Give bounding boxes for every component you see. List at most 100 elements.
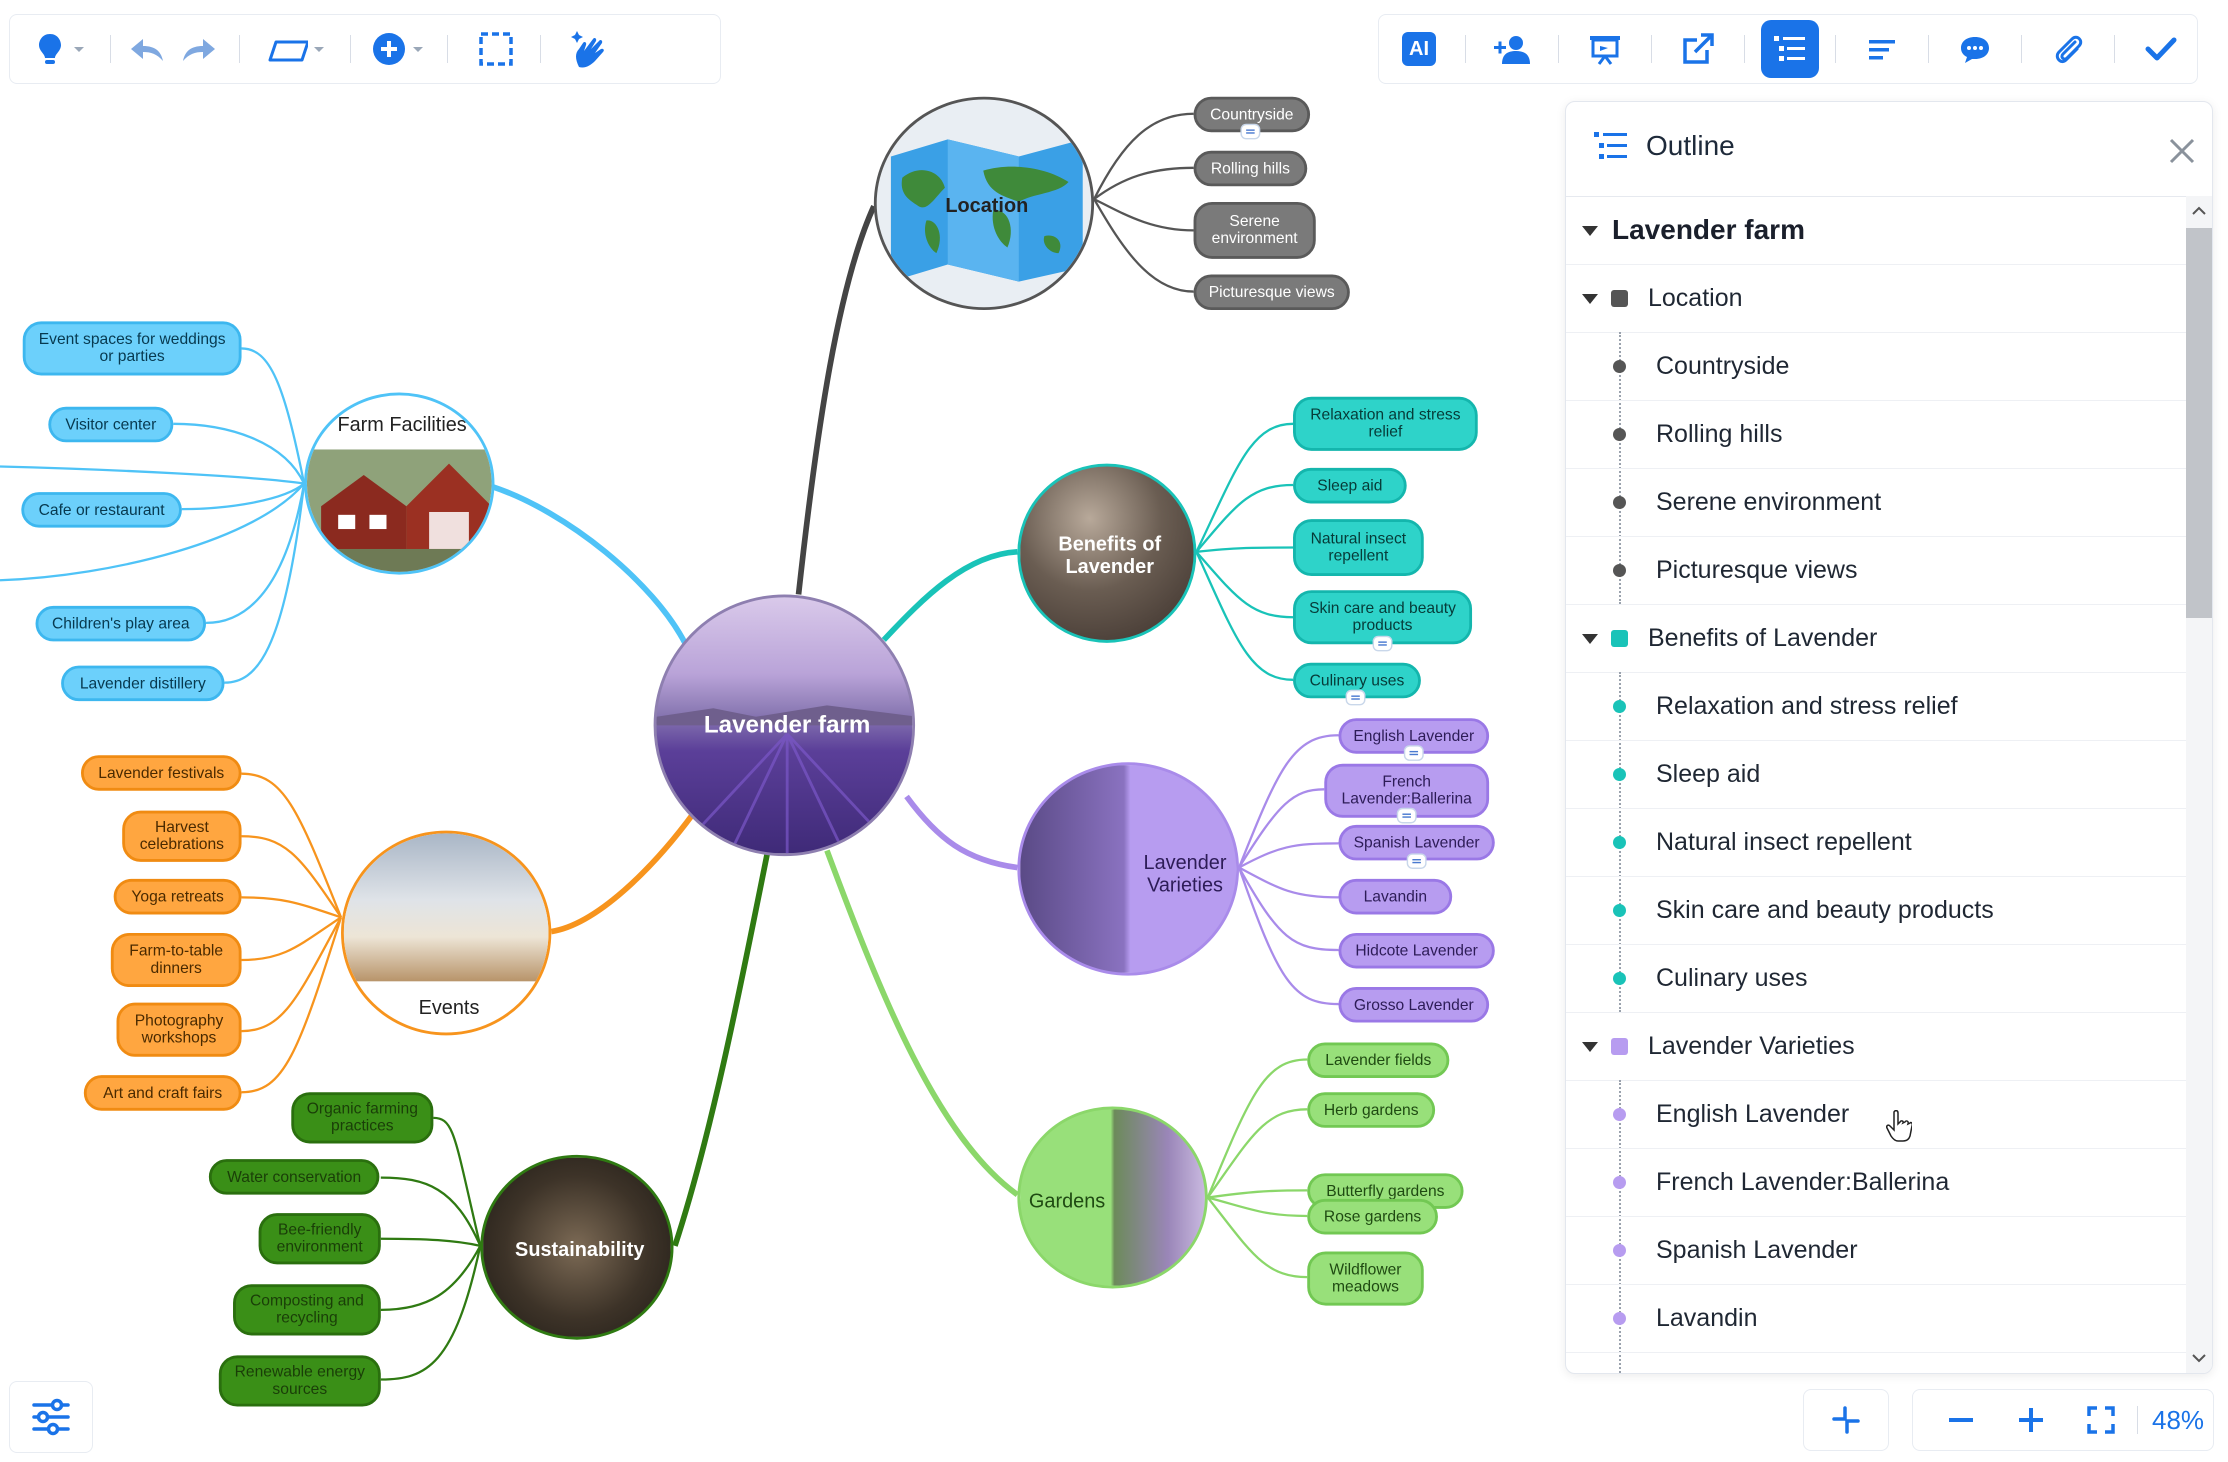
- outline-item[interactable]: Picturesque views: [1566, 536, 2186, 605]
- outline-button[interactable]: [1761, 20, 1819, 78]
- events-child-3[interactable]: Yoga retreats: [113, 878, 242, 915]
- topic-facilities[interactable]: Farm Facilities: [304, 392, 495, 575]
- facilities-child-4[interactable]: Children's play area: [35, 605, 207, 642]
- add-topic-button[interactable]: [367, 27, 411, 71]
- close-icon[interactable]: [2167, 136, 2197, 166]
- collapse-triangle-icon[interactable]: [1582, 226, 1598, 236]
- select-area-button[interactable]: [474, 27, 518, 71]
- outline-section-benefits[interactable]: Benefits of Lavender: [1566, 604, 2186, 673]
- outline-item[interactable]: Sleep aid: [1566, 740, 2186, 809]
- outline-item[interactable]: Countryside: [1566, 332, 2186, 401]
- zoom-out-button[interactable]: [1939, 1398, 1983, 1442]
- outline-item[interactable]: Relaxation and stress relief: [1566, 672, 2186, 741]
- outline-item[interactable]: Rolling hills: [1566, 400, 2186, 469]
- location-child-3[interactable]: Serene environment: [1193, 201, 1316, 259]
- gardens-child-1[interactable]: Lavender fields: [1307, 1042, 1450, 1079]
- outline-root[interactable]: Lavender farm: [1566, 196, 2186, 265]
- outline-item[interactable]: Natural insect repellent: [1566, 808, 2186, 877]
- topic-varieties[interactable]: Lavender Varieties: [1017, 762, 1240, 976]
- benefits-child-3[interactable]: Natural insect repellent: [1293, 519, 1424, 576]
- outline-section-varieties[interactable]: Lavender Varieties: [1566, 1012, 2186, 1081]
- outline-item[interactable]: English Lavender: [1566, 1080, 2186, 1149]
- varieties-child-2[interactable]: French Lavender:Ballerina: [1324, 763, 1490, 818]
- varieties-child-6[interactable]: Grosso Lavender: [1338, 987, 1490, 1023]
- scrollbar-thumb[interactable]: [2186, 228, 2212, 618]
- gardens-child-2[interactable]: Herb gardens: [1307, 1092, 1436, 1128]
- ai-button[interactable]: AI: [1397, 27, 1441, 71]
- outline-item[interactable]: Lavandin: [1566, 1284, 2186, 1353]
- scroll-up-icon[interactable]: [2186, 200, 2212, 220]
- note-icon[interactable]: [1241, 125, 1259, 138]
- outline-item[interactable]: Serene environment: [1566, 468, 2186, 537]
- sustainability-child-3[interactable]: Bee-friendly environment: [258, 1213, 381, 1265]
- undo-button[interactable]: [125, 27, 169, 71]
- gardens-child-3[interactable]: Butterfly gardens: [1307, 1173, 1464, 1209]
- facilities-child-3[interactable]: Cafe or restaurant: [21, 492, 182, 528]
- magic-hand-button[interactable]: [567, 27, 611, 71]
- note-icon[interactable]: [1347, 691, 1365, 704]
- outline-item[interactable]: Skin care and beauty products: [1566, 876, 2186, 945]
- attachment-button[interactable]: [2046, 27, 2090, 71]
- settings-button[interactable]: [9, 1381, 93, 1453]
- comment-button[interactable]: [1953, 27, 1997, 71]
- benefits-child-1[interactable]: Relaxation and stress relief: [1293, 396, 1478, 451]
- chevron-down-icon[interactable]: [413, 46, 423, 52]
- sustainability-child-4[interactable]: Composting and recycling: [233, 1284, 381, 1336]
- events-child-6[interactable]: Art and craft fairs: [83, 1075, 242, 1111]
- share-button[interactable]: [1490, 27, 1534, 71]
- gardens-child-5[interactable]: Wildflower meadows: [1307, 1251, 1424, 1306]
- topic-location[interactable]: Location: [873, 96, 1095, 311]
- topic-events[interactable]: Events: [341, 830, 552, 1036]
- note-icon[interactable]: [1405, 746, 1423, 760]
- topic-sustainability[interactable]: Sustainability: [480, 1154, 674, 1340]
- facilities-child-1[interactable]: Event spaces for weddings or parties: [22, 321, 242, 376]
- sustainability-child-1[interactable]: Organic farming practices: [291, 1092, 434, 1144]
- chevron-down-icon[interactable]: [314, 46, 324, 52]
- gardens-child-4[interactable]: Rose gardens: [1307, 1198, 1438, 1235]
- zoom-level[interactable]: 48%: [2152, 1404, 2205, 1435]
- collapse-triangle-icon[interactable]: [1582, 294, 1598, 304]
- outline-scrollbar[interactable]: [2186, 196, 2212, 1373]
- events-child-4[interactable]: Farm-to-table dinners: [110, 932, 242, 988]
- topic-benefits[interactable]: Benefits of Lavender: [1017, 463, 1197, 643]
- events-child-2[interactable]: Harvest celebrations: [122, 810, 242, 862]
- varieties-child-4[interactable]: Lavandin: [1338, 878, 1453, 915]
- zoom-in-button[interactable]: [2009, 1398, 2053, 1442]
- notes-icon: [1869, 40, 1895, 60]
- location-child-4[interactable]: Picturesque views: [1193, 274, 1350, 311]
- events-child-1[interactable]: Lavender festivals: [80, 755, 242, 791]
- varieties-child-5[interactable]: Hidcote Lavender: [1338, 932, 1495, 969]
- outline-item[interactable]: Spanish Lavender: [1566, 1216, 2186, 1285]
- events-image: [343, 833, 549, 982]
- benefits-child-4[interactable]: Skin care and beauty products: [1293, 590, 1473, 645]
- note-icon[interactable]: [1374, 637, 1392, 650]
- lightbulb-button[interactable]: [28, 27, 72, 71]
- export-button[interactable]: [1676, 27, 1720, 71]
- outline-section-location[interactable]: Location: [1566, 264, 2186, 333]
- events-child-5[interactable]: Photography workshops: [116, 1002, 242, 1057]
- scroll-down-icon[interactable]: [2186, 1349, 2212, 1369]
- facilities-child-5[interactable]: Lavender distillery: [61, 665, 225, 702]
- facilities-child-2[interactable]: Visitor center: [48, 406, 174, 443]
- note-icon[interactable]: [1408, 854, 1426, 868]
- topic-gardens[interactable]: Gardens: [1017, 1106, 1208, 1289]
- note-icon[interactable]: [1398, 809, 1416, 823]
- sustainability-child-5[interactable]: Renewable energy sources: [218, 1355, 381, 1407]
- notes-button[interactable]: [1860, 27, 1904, 71]
- outline-item[interactable]: French Lavender:Ballerina: [1566, 1148, 2186, 1217]
- chevron-down-icon[interactable]: [74, 46, 84, 52]
- done-button[interactable]: [2139, 27, 2183, 71]
- central-topic[interactable]: Lavender farm: [653, 594, 916, 857]
- collapse-view-button[interactable]: [1824, 1398, 1868, 1442]
- presentation-button[interactable]: [1583, 27, 1627, 71]
- collapse-triangle-icon[interactable]: [1582, 634, 1598, 644]
- outline-item[interactable]: Culinary uses: [1566, 944, 2186, 1013]
- fit-screen-button[interactable]: [2079, 1398, 2123, 1442]
- collapse-triangle-icon[interactable]: [1582, 1042, 1598, 1052]
- shape-button[interactable]: [264, 27, 308, 71]
- sustainability-child-2[interactable]: Water conservation: [208, 1159, 380, 1195]
- benefits-child-2[interactable]: Sleep aid: [1293, 467, 1407, 504]
- redo-button[interactable]: [177, 27, 221, 71]
- location-child-2[interactable]: Rolling hills: [1193, 150, 1308, 187]
